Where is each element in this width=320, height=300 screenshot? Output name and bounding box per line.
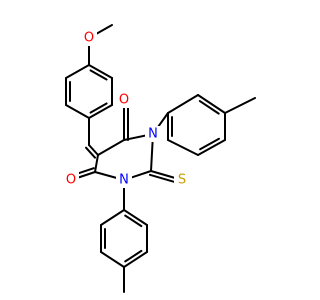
bond-c5-c4 (97, 139, 125, 156)
label-mask-s (174, 172, 190, 188)
bond-ring-c-3 (100, 251, 125, 268)
molecule-diagram: O O O N N S (63, 24, 256, 293)
atom-label-o-c6: O (66, 173, 76, 188)
label-mask-n3 (116, 172, 132, 188)
bond-ring-c-1 (100, 209, 125, 226)
bond-ring-c-6-second-line (124, 214, 143, 228)
bond-ring-a-6 (88, 64, 113, 79)
bond-ring-c-4-second-line (124, 249, 143, 263)
bond-ring-a-6-second-line (89, 69, 108, 81)
atom-label-o-methoxy: O (84, 31, 94, 46)
label-mask-o-c6 (63, 172, 79, 188)
bond-ring-a-1 (65, 64, 90, 79)
bond-ring-a-3 (65, 104, 90, 119)
atom-label-n3: N (119, 173, 129, 188)
bond-methine-c5 (88, 144, 99, 156)
bond-ring-b-2-second-line (198, 100, 220, 115)
bond-ring-b-5 (167, 139, 199, 156)
bond-methine-c5-second-line (85, 146, 97, 159)
bond-ring-b-4-second-line (199, 137, 221, 151)
bond-ring-b-2 (197, 94, 226, 114)
atom-label-o-c4: O (119, 93, 129, 108)
atom-label-n1: N (148, 127, 158, 142)
bond-ring-c-6 (123, 209, 148, 226)
bond-ring-c-4 (123, 251, 148, 268)
label-mask-n1 (145, 126, 161, 142)
bond-ring-b-4 (197, 139, 226, 156)
label-mask-o-c4 (116, 92, 132, 108)
bond-ring-a-4-second-line (89, 102, 108, 114)
bond-layer (65, 24, 256, 293)
bond-c6-c5 (94, 154, 99, 173)
label-mask-o-methoxy (81, 30, 97, 46)
atom-label-s: S (178, 173, 186, 188)
atom-label-layer: O O O N N S (63, 30, 190, 188)
bond-ring-a-4 (88, 104, 113, 119)
bond-ring-b-1 (167, 94, 199, 114)
bond-ring-b-methyl (224, 97, 256, 114)
